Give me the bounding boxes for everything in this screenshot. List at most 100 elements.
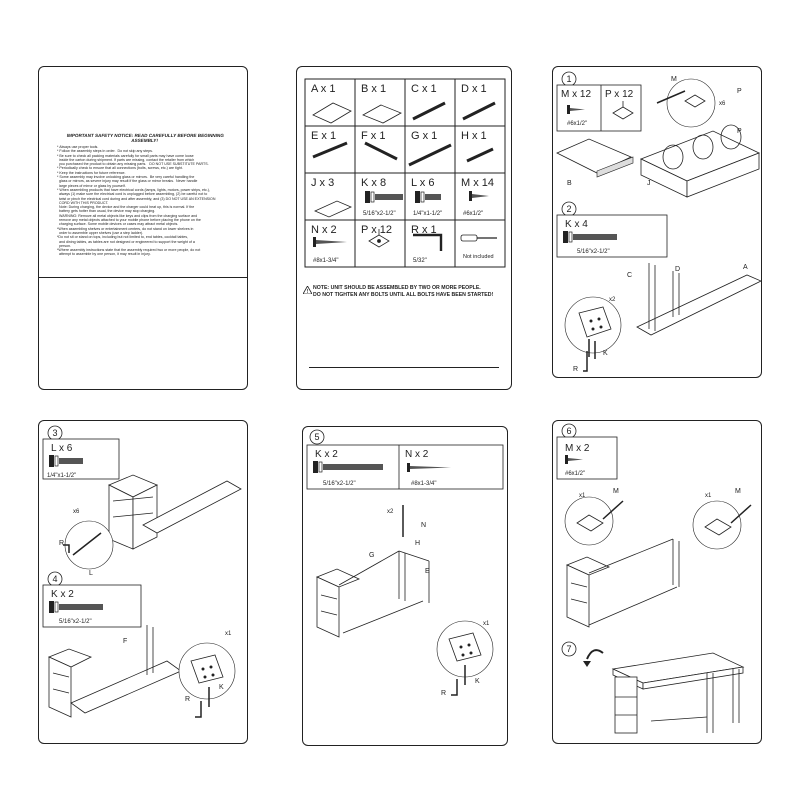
svg-text:N x 2: N x 2 [405,449,429,460]
safety-notice-line: remove any metal objects attached to you… [57,218,201,223]
svg-text:x2: x2 [387,509,394,515]
step-5-badge [309,429,325,445]
part-label-a: A x 1 [311,83,335,95]
svg-text:7: 7 [566,644,571,654]
safety-notice-line: * Follow the assembly steps in order. Do… [57,149,153,154]
steps-3-4-panel: 3 L x 6 1/4"x1-1/2" R L x6 4 K x 2 5/16"… [38,420,248,744]
safety-notice-line: * Periodically check to ensure that all … [57,166,183,171]
svg-text:E: E [425,568,430,575]
svg-text:3: 3 [52,428,57,438]
safety-notice-line: order to assemble upper shelves (use a s… [57,230,144,235]
safety-notice-line: attempt to assemble by one person, it ma… [57,252,151,257]
screw-icon [567,105,585,114]
part-label-p: P x 12 [361,224,392,236]
svg-text:M x 2: M x 2 [565,443,590,454]
shelf-unit-with-leg [47,625,182,718]
part-label-m: M x 14 [461,177,494,189]
notes-rule [309,367,499,368]
part-label-j: J x 3 [311,177,334,189]
svg-text:1/4"x1-1/2": 1/4"x1-1/2" [47,473,76,479]
part-r-allen-key-icon [413,233,443,251]
bracket-icon [612,101,634,120]
part-size-r: 5/32" [413,258,427,264]
svg-text:4: 4 [52,574,57,584]
svg-text:x1: x1 [225,631,232,637]
svg-text:x1: x1 [579,493,586,499]
safety-notice-line: person. [57,243,71,248]
part-label-d: D x 1 [461,83,487,95]
step-1-number: 1 [566,74,571,84]
safety-notice-line: * Some assembly may involve unlocking gl… [57,175,195,180]
not-included-note: Not included [463,254,494,260]
step-1-hw-m: M x 12 [561,89,591,100]
allen-key-icon [451,679,458,696]
part-e-leg-icon [312,141,348,159]
step-2-number: 2 [566,204,571,214]
svg-text:R: R [441,690,446,697]
part-j-shelf-icon [314,200,352,218]
svg-text:M: M [671,76,677,83]
svg-text:5: 5 [314,432,319,442]
safety-notice-line: *Do not sit or stand on tops, including … [57,235,189,240]
board-b [556,138,632,174]
safety-notice-line: * Keep the instructions for future refer… [57,170,126,175]
safety-notice-panel: IMPORTANT SAFETY NOTICE: READ CAREFULLY … [38,66,248,390]
svg-text:F: F [123,638,127,645]
part-p-bracket-icon [368,229,390,248]
steps-1-2-diagram: 1 M x 12 P x 12 #6x1/2" M P P x6 B J [556,71,761,373]
svg-text:K x 4: K x 4 [565,219,588,230]
steps-3-4-diagram: 3 L x 6 1/4"x1-1/2" R L x6 4 K x 2 5/16"… [42,425,242,718]
safety-notice-line: * Be sure to check all packing materials… [57,153,194,158]
screwdriver-icon [460,234,497,242]
assembly-warning: ! NOTE: UNIT SHOULD BE ASSEMBLED BY TWO … [303,285,507,299]
table-assembly [315,550,430,638]
svg-text:R: R [185,696,190,703]
svg-text:K: K [475,678,480,685]
svg-text:x1: x1 [705,493,712,499]
panel-divider [39,277,247,278]
part-label-g: G x 1 [411,130,437,142]
part-label-b: B x 1 [361,83,386,95]
svg-text:C: C [627,272,632,279]
part-b-board-icon [362,104,402,124]
safety-notice-line: WARNING: Remove all metal objects like k… [57,213,198,218]
safety-notice-line: *Where assembly instructions state that … [57,248,201,253]
safety-notice-line: *When assembling shelves or entertainmen… [57,226,194,231]
svg-text:x1: x1 [483,621,490,627]
svg-text:K: K [603,350,608,357]
part-l-bolt-icon [415,191,441,203]
part-label-f: F x 1 [361,130,385,142]
steps-1-2-panel: 1 M x 12 P x 12 #6x1/2" M P P x6 B J [552,66,762,378]
svg-text:A: A [743,264,748,271]
svg-text:P: P [737,88,742,95]
part-a-board-icon [312,102,352,124]
part-size-l: 1/4"x1-1/2" [413,211,442,217]
part-d-rail-icon [462,101,496,121]
step-1-hardware-box [556,84,642,132]
part-size-k: 5/16"x2-1/2" [363,211,396,217]
svg-text:N: N [421,522,426,529]
safety-notice-title: IMPORTANT SAFETY NOTICE: READ CAREFULLY … [66,133,225,143]
step-1-hw-m-size: #6x1/2" [567,121,587,127]
screw-icon [565,455,583,464]
bolt-icon [563,231,617,243]
part-label-r: R x 1 [411,224,437,236]
svg-text:L: L [89,570,93,577]
safety-notice-line: battery gets hotter than usual, the devi… [57,209,156,214]
step-7-badge [561,641,577,657]
svg-text:#6x1/2": #6x1/2" [565,471,585,477]
svg-text:x6: x6 [719,101,726,107]
safety-notice-line: twist or pinch the electrical cord durin… [57,196,216,201]
safety-notice-line: CORD WITH THIS PRODUCT. [57,200,109,205]
safety-notice-line: and dining tables, as tables are not des… [57,239,195,244]
svg-text:D: D [675,266,680,273]
part-size-n: #8x1-3/4" [313,258,338,264]
bolt-icon [49,455,83,467]
table-top-upside-down [636,263,761,336]
safety-notice-line: large pieces of mirror or glass by yours… [57,183,126,188]
svg-text:R: R [573,366,578,373]
svg-text:L x 6: L x 6 [51,443,73,454]
bolt-icon [49,601,103,613]
safety-notice-line: * Always use proper tools. [57,145,99,149]
